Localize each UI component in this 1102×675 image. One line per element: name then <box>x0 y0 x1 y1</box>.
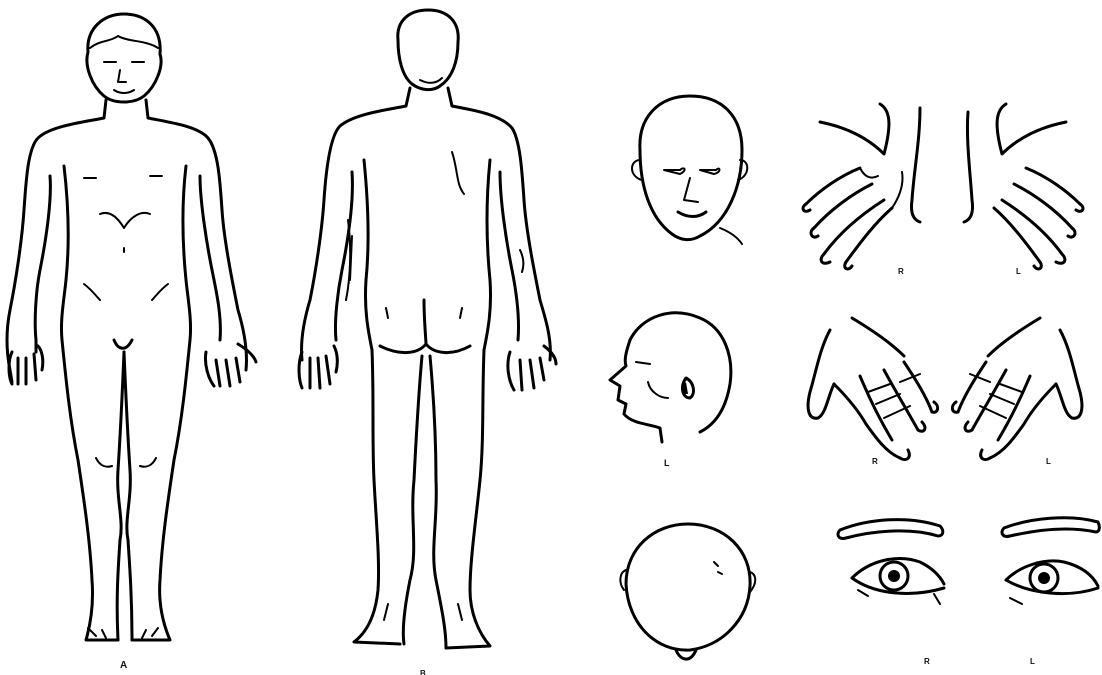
eye-right-label: R <box>924 657 930 666</box>
hand-back-left-label: L <box>1016 267 1021 276</box>
head-side-view: L <box>610 313 731 468</box>
hand-back-left: L <box>964 104 1083 276</box>
front-body-label: A <box>120 660 127 671</box>
hand-palm-right-label: R <box>872 457 878 466</box>
eye-right: R <box>838 520 944 666</box>
head-side-label: L <box>664 458 670 468</box>
head-top-view <box>620 524 755 659</box>
hand-back-right-label: R <box>898 267 904 276</box>
front-body-figure: A <box>7 14 256 671</box>
eye-left-label: L <box>1030 657 1035 666</box>
hand-palm-right: R <box>808 318 938 466</box>
hand-palm-left: L <box>952 318 1082 466</box>
head-front-view <box>632 96 747 244</box>
back-body-figure: B <box>299 10 556 675</box>
hand-palm-left-label: L <box>1046 457 1051 466</box>
eye-left: L <box>1002 518 1099 666</box>
hand-back-right: R <box>803 104 920 276</box>
back-body-label: B <box>420 669 426 675</box>
